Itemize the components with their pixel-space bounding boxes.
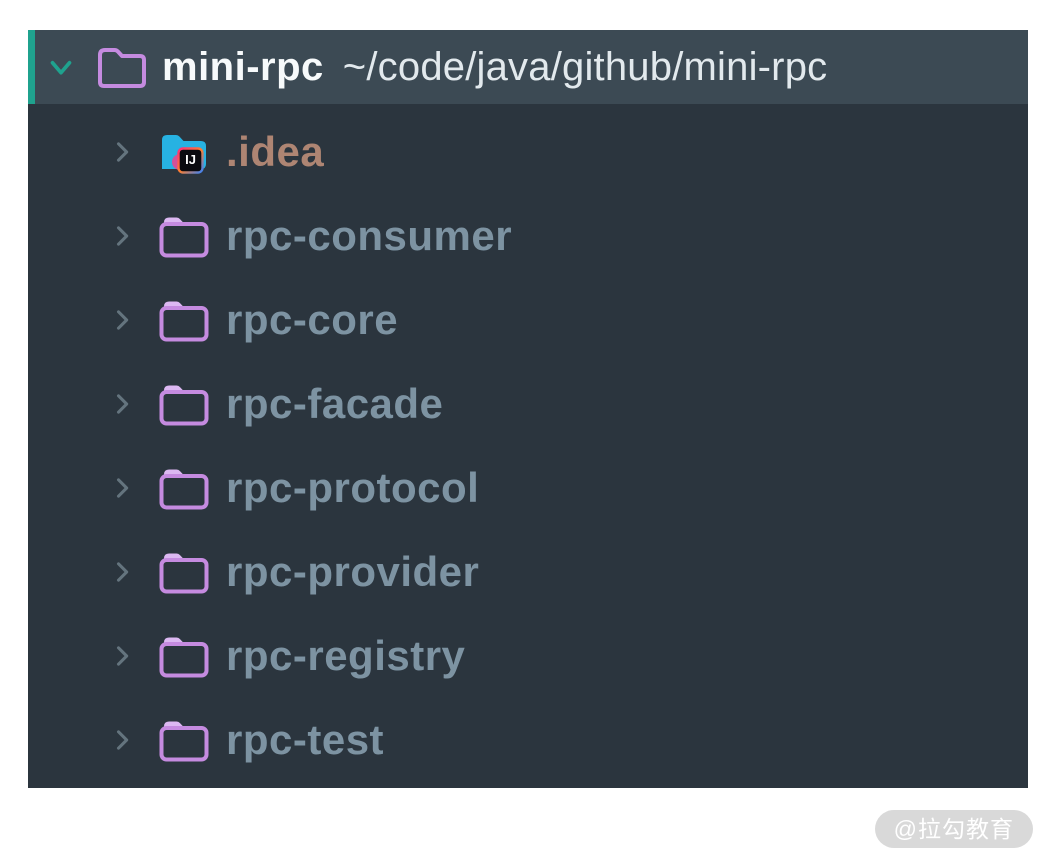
folder-icon	[159, 385, 209, 426]
folder-icon	[159, 217, 209, 258]
chevron-right-icon[interactable]	[108, 306, 136, 334]
chevron-right-icon[interactable]	[108, 390, 136, 418]
tree-row-rpc-core[interactable]: IJ rpc-core	[28, 278, 1028, 362]
chevron-right-icon[interactable]	[108, 642, 136, 670]
tree-item-label: rpc-consumer	[226, 212, 513, 259]
tree-row-idea[interactable]: IJ .idea	[28, 110, 1028, 194]
project-root-name: mini-rpc	[162, 44, 324, 89]
tree-row-rpc-provider[interactable]: IJ rpc-provider	[28, 530, 1028, 614]
tree-item-label: rpc-protocol	[226, 464, 480, 511]
tree-item-label: rpc-registry	[226, 632, 466, 679]
tree-children: IJ .idea	[28, 104, 1028, 782]
folder-icon	[98, 48, 146, 88]
chevron-down-icon[interactable]	[44, 50, 78, 84]
tree-row-rpc-facade[interactable]: IJ rpc-facade	[28, 362, 1028, 446]
tree-item-label: rpc-core	[226, 296, 399, 343]
tree-item-label: .idea	[226, 128, 325, 175]
chevron-right-icon[interactable]	[108, 726, 136, 754]
folder-icon	[159, 469, 209, 510]
tree-item-label: rpc-provider	[226, 548, 480, 595]
watermark-badge: @拉勾教育	[874, 810, 1033, 848]
tree-item-label: rpc-test	[226, 716, 385, 763]
chevron-right-icon[interactable]	[108, 222, 136, 250]
chevron-right-icon[interactable]	[108, 138, 136, 166]
tree-row-root-mini-rpc[interactable]: mini-rpc ~/code/java/github/mini-rpc	[28, 30, 1028, 104]
tree-row-rpc-test[interactable]: IJ rpc-test	[28, 698, 1028, 782]
folder-icon	[159, 637, 209, 678]
tree-item-label: rpc-facade	[226, 380, 444, 427]
project-tree-panel: mini-rpc ~/code/java/github/mini-rpc	[28, 30, 1028, 788]
tree-row-rpc-consumer[interactable]: IJ rpc-consumer	[28, 194, 1028, 278]
project-root-path: ~/code/java/github/mini-rpc	[342, 44, 828, 89]
folder-icon	[159, 553, 209, 594]
chevron-right-icon[interactable]	[108, 474, 136, 502]
folder-icon	[159, 301, 209, 342]
idea-folder-icon: IJ	[162, 135, 206, 174]
tree-row-rpc-protocol[interactable]: IJ rpc-protocol	[28, 446, 1028, 530]
chevron-right-icon[interactable]	[108, 558, 136, 586]
folder-icon	[159, 721, 209, 762]
tree-row-rpc-registry[interactable]: IJ rpc-registry	[28, 614, 1028, 698]
idea-badge-letters: IJ	[185, 152, 196, 167]
